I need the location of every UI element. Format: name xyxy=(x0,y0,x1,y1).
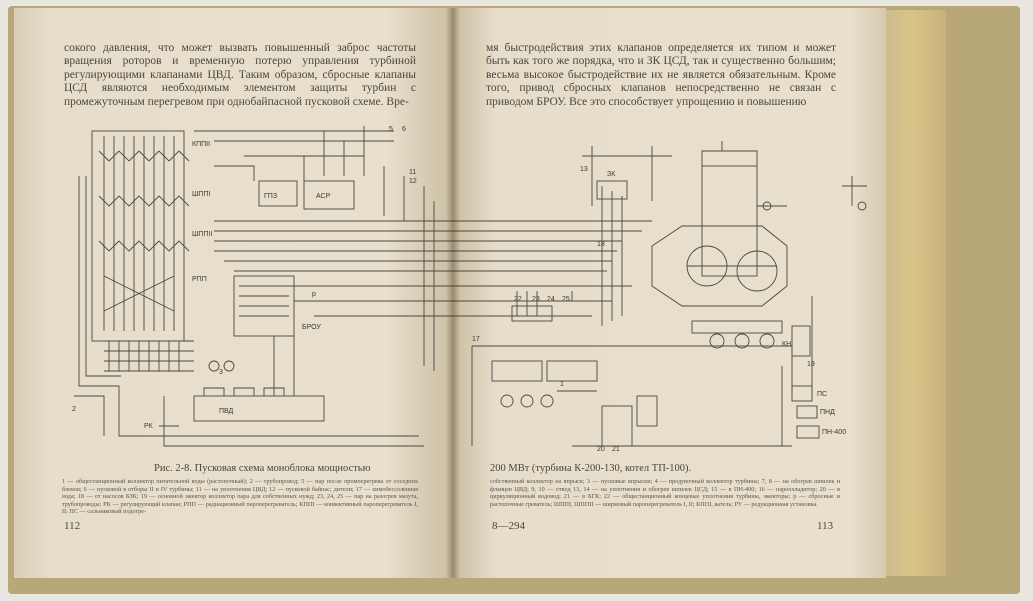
label-rpp: РПП xyxy=(192,276,207,283)
left-page: сокого давления, что может вызвать повыш… xyxy=(14,8,452,578)
label-gpz: ГПЗ xyxy=(264,193,277,200)
left-figure-legend: 1 — общестанционный коллектор питательно… xyxy=(62,478,418,516)
label-rk: РК xyxy=(144,423,154,430)
left-paragraph: сокого давления, что может вызвать повыш… xyxy=(64,42,416,108)
label-ps: ПС xyxy=(817,391,827,398)
label-n6: 6 xyxy=(402,126,406,133)
label-n22: 22 xyxy=(514,296,522,303)
left-page-text: сокого давления, что может вызвать повыш… xyxy=(64,42,416,109)
label-n17: 17 xyxy=(472,336,480,343)
schematic-left-labels: КППII ШППI ШППII РПП ГПЗ АСР БРОУ РК ПВД… xyxy=(72,126,417,430)
label-n24: 24 xyxy=(547,296,555,303)
right-page-number: 113 xyxy=(817,520,834,532)
label-n18: 18 xyxy=(597,241,605,248)
schematic-right: 13 ЗК 18 КН 19 ПС ПНД ПН-400 1 20 21 22 … xyxy=(452,141,867,453)
right-page-text: мя быстродействия этих клапанов определя… xyxy=(486,42,836,109)
label-pnd: ПНД xyxy=(820,409,835,416)
label-shpp2: ШППII xyxy=(192,231,212,238)
label-shpp1: ШППI xyxy=(192,191,210,198)
label-n23: 23 xyxy=(532,296,540,303)
label-pn: ПН-400 xyxy=(822,429,846,436)
right-page: мя быстродействия этих клапанов определя… xyxy=(452,8,886,578)
right-figure-legend: собственный коллектор на впрыск; 3 — пус… xyxy=(490,478,840,508)
label-n12: 12 xyxy=(409,178,417,185)
label-n2: 2 xyxy=(72,406,76,413)
label-kn: КН xyxy=(782,341,791,348)
right-figure-caption: 200 МВт (турбина К-200-130, котел ТП-100… xyxy=(490,463,692,474)
label-asr: АСР xyxy=(316,193,331,200)
left-figure-caption: Рис. 2-8. Пусковая схема моноблока мощно… xyxy=(154,463,371,474)
label-n13: 13 xyxy=(580,166,588,173)
label-n21: 21 xyxy=(612,446,620,453)
superheater-columns xyxy=(91,130,190,342)
schematic-left: КППII ШППI ШППII РПП ГПЗ АСР БРОУ РК ПВД… xyxy=(72,126,452,447)
label-kpp: КППII xyxy=(192,141,210,148)
label-n1: 1 xyxy=(560,381,564,388)
schematic-right-labels: 13 ЗК 18 КН 19 ПС ПНД ПН-400 1 20 21 22 … xyxy=(472,166,846,453)
label-n3: 3 xyxy=(219,369,223,376)
label-zk: ЗК xyxy=(607,171,616,178)
page-edges xyxy=(886,10,946,576)
signature-mark: 8—294 xyxy=(492,520,525,532)
label-n11: 11 xyxy=(409,169,416,176)
label-n5: 5 xyxy=(389,126,393,133)
left-page-number: 112 xyxy=(64,520,81,532)
label-pvd: ПВД xyxy=(219,408,234,415)
label-p: р xyxy=(312,291,316,298)
label-n25: 25 xyxy=(562,296,570,303)
right-paragraph: мя быстродействия этих клапанов определя… xyxy=(486,42,836,108)
label-n20: 20 xyxy=(597,446,605,453)
label-n19: 19 xyxy=(807,361,815,368)
book-gutter xyxy=(446,8,460,578)
label-brou: БРОУ xyxy=(302,324,321,331)
